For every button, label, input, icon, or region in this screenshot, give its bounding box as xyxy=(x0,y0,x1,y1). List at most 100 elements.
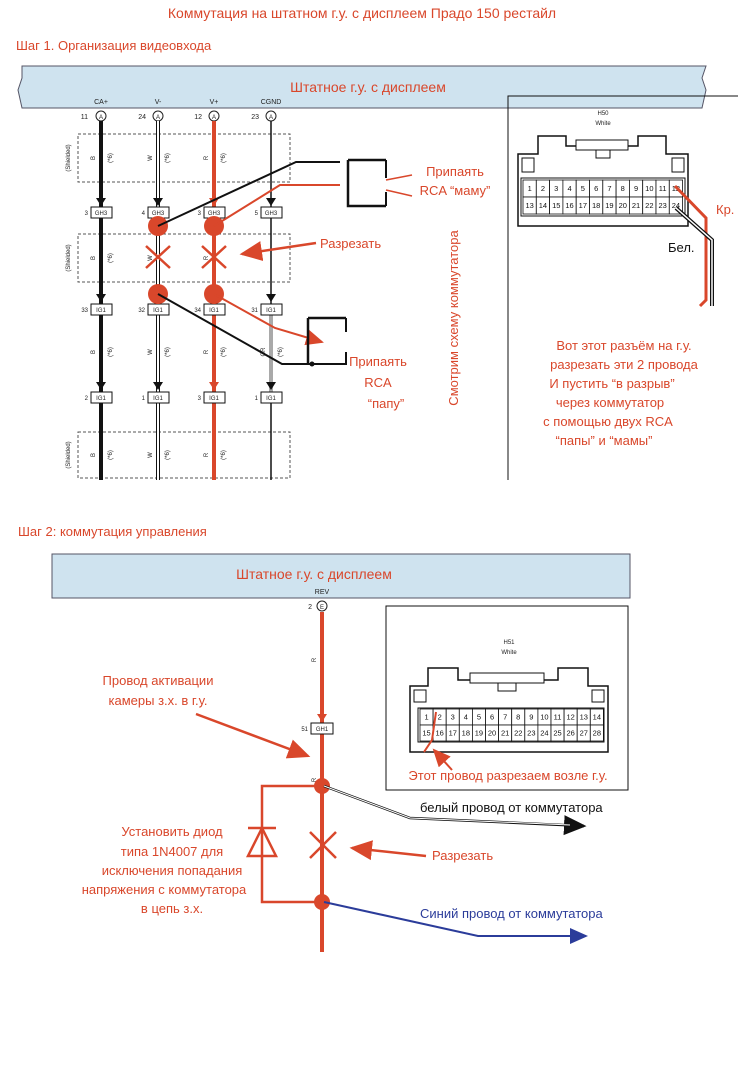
label-solder-male: Припаять xyxy=(349,354,407,369)
connector-label: IG1 xyxy=(266,308,276,314)
pin-number: 34 xyxy=(194,308,201,314)
step2-wire-code-2: R xyxy=(312,777,318,782)
step2-pin-number: 2 xyxy=(308,604,312,611)
pin-cell-label: 23 xyxy=(527,729,535,738)
step2-arrowhead xyxy=(317,714,327,722)
shielded-label: (Shielded) xyxy=(66,244,72,271)
white-wire-core xyxy=(323,785,571,826)
signal-name: CGND xyxy=(261,99,282,106)
label-solder-male-2: RCA xyxy=(364,375,392,390)
label-cut-step2: Разрезать xyxy=(432,848,493,863)
label-solder-male-3: “папу” xyxy=(368,396,404,411)
wire-code: GR xyxy=(261,347,267,357)
wire-note: (*6) xyxy=(221,347,227,357)
wire-code: B xyxy=(91,350,97,354)
cut-arrow-step2 xyxy=(349,840,427,861)
pin-cell-label: 21 xyxy=(501,729,509,738)
diode-line: типа 1N4007 для xyxy=(121,844,223,859)
pin-cell-label: 12 xyxy=(566,713,574,722)
pin-row-a: 11 24 12 23 A A A A xyxy=(81,110,277,122)
label-white-wire: Бел. xyxy=(668,240,695,255)
pin-cell-label: 4 xyxy=(567,184,571,193)
step2-gh1-label: GH1 xyxy=(316,727,329,733)
pin-cell-label: 7 xyxy=(503,713,507,722)
label-activation-1: Провод активации xyxy=(103,673,214,688)
connector-label: IG1 xyxy=(96,308,106,314)
pin-cell xyxy=(589,724,604,742)
connector-label: GH3 xyxy=(152,211,165,217)
pin-number: 1 xyxy=(255,396,259,402)
pin-cell-label: 17 xyxy=(449,729,457,738)
blue-wire xyxy=(323,901,588,944)
diode-line: Установить диод xyxy=(121,824,223,839)
pin-cell-label: 20 xyxy=(619,201,627,210)
wire-note: (*6) xyxy=(108,347,114,357)
diode-line: напряжения с коммутатора xyxy=(82,882,247,897)
pin-number: 3 xyxy=(198,211,202,217)
pin-cell-label: 3 xyxy=(554,184,558,193)
h51-connector-color: White xyxy=(501,650,517,656)
step2-heading: Шаг 2: коммутация управления xyxy=(18,524,207,539)
wire-code: W xyxy=(148,349,154,355)
pin-cell-label: 19 xyxy=(475,729,483,738)
pin-cell-label: 5 xyxy=(581,184,585,193)
connector-label: GH3 xyxy=(265,211,278,217)
pin-cell-label: 8 xyxy=(621,184,625,193)
step2-gh1-pin: 51 xyxy=(301,727,308,733)
wire-note: (*6) xyxy=(108,450,114,460)
diode-label: Установить диод типа 1N4007 для исключен… xyxy=(82,824,247,916)
h50-panel-border xyxy=(507,95,738,480)
junction-top xyxy=(314,778,330,794)
wire-note: (*6) xyxy=(108,253,114,263)
shielded-label: (Shielded) xyxy=(66,441,72,468)
label-solder-female-2: RCA “маму” xyxy=(420,183,491,198)
step2-gh1-connector xyxy=(310,722,334,735)
pin-number: 2 xyxy=(85,396,89,402)
pin-letter: A xyxy=(99,115,103,121)
connector-label: IG1 xyxy=(266,396,276,402)
pin-number: 24 xyxy=(138,114,146,121)
h50-white-wire-core xyxy=(675,207,713,306)
step1-wires xyxy=(99,121,273,480)
junction-bottom xyxy=(314,894,330,910)
pin-cell-label: 9 xyxy=(529,713,533,722)
pin-cell-label: 17 xyxy=(579,201,587,210)
pin-number: 33 xyxy=(81,308,88,314)
page-title: Коммутация на штатном г.у. с дисплеем Пр… xyxy=(168,5,556,21)
wire-note: (*6) xyxy=(165,450,171,460)
pin-cell-label: 5 xyxy=(477,713,481,722)
pin-cell-label: 7 xyxy=(607,184,611,193)
wire-code: W xyxy=(148,452,154,458)
step2-wire-code: R xyxy=(312,657,318,662)
h50-note: Вот этот разъём на г.у. разрезать эти 2 … xyxy=(543,338,698,448)
pin-number: 32 xyxy=(138,308,145,314)
step2-pin-letter: E xyxy=(320,605,324,611)
step1-bus-label: Штатное г.у. с дисплеем xyxy=(290,79,446,95)
pin-letter: A xyxy=(269,115,273,121)
pin-cell-label: 24 xyxy=(540,729,548,738)
wire-code: B xyxy=(91,453,97,457)
signal-name: V+ xyxy=(210,99,219,106)
label-white-wire-step2: белый провод от коммутатора xyxy=(420,800,603,815)
pin-cell-label: 23 xyxy=(658,201,666,210)
note-line: через коммутатор xyxy=(556,395,664,410)
pin-number: 3 xyxy=(85,211,89,217)
pin-cell-label: 18 xyxy=(592,201,600,210)
diode-symbol xyxy=(245,825,279,858)
pin-cell-label: 15 xyxy=(422,729,430,738)
wire-code: W xyxy=(148,255,154,261)
pin-cell-label: 22 xyxy=(514,729,522,738)
wire-codes: B W R (*6) (*6) (*6) B W R (*6) B W R GR… xyxy=(91,153,284,460)
step2-bus-label: Штатное г.у. с дисплеем xyxy=(236,566,392,582)
wire-note: (*6) xyxy=(221,153,227,163)
connector-label: IG1 xyxy=(153,396,163,402)
ig1-bottom-connectors: IG1 IG1 IG1 IG1 2 1 3 1 xyxy=(85,391,283,404)
shielded-box xyxy=(77,431,291,479)
pin-cell-label: 11 xyxy=(554,713,562,722)
wire-code: R xyxy=(204,349,210,354)
wire-code: R xyxy=(204,155,210,160)
pin-cell-label: 28 xyxy=(593,729,601,738)
pin-number: 23 xyxy=(251,114,259,121)
